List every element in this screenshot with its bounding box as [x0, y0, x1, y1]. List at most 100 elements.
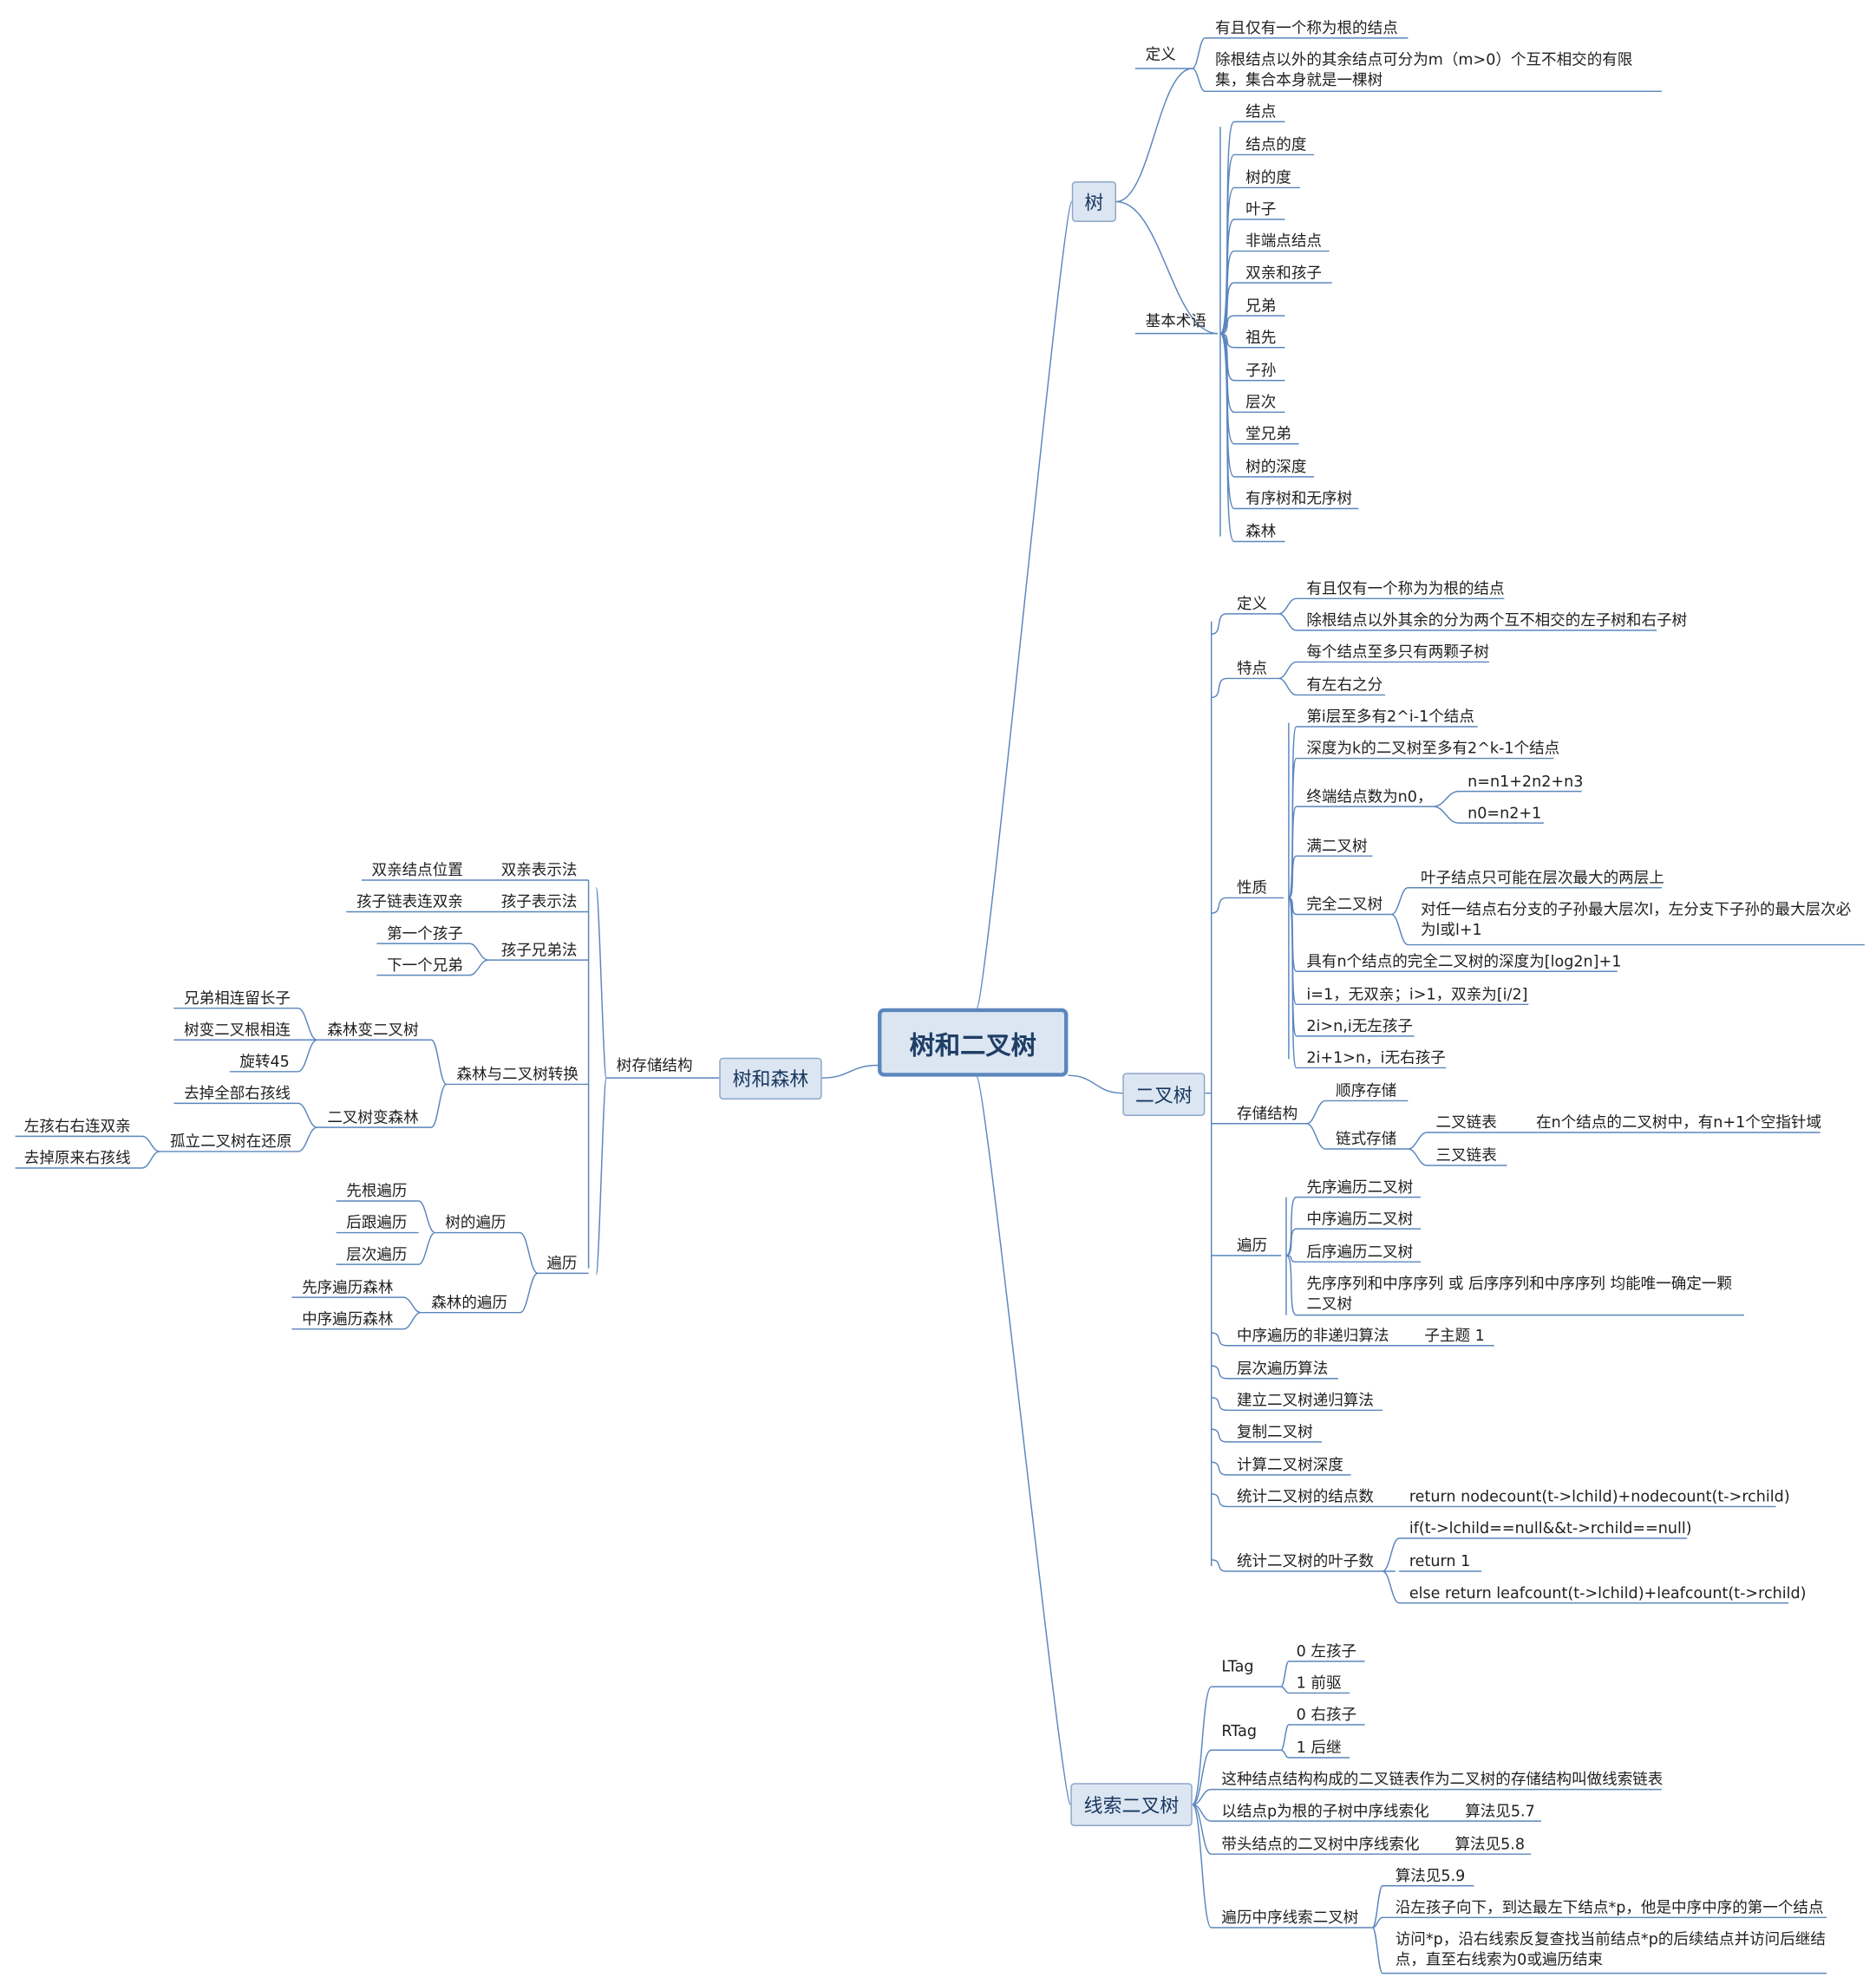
- node-term[interactable]: 兄弟: [1245, 297, 1277, 315]
- node-f2b-1[interactable]: 兄弟相连留长子: [184, 989, 291, 1008]
- node-prop-7[interactable]: i=1，无双亲；i>1，双亲为[i/2]: [1306, 985, 1528, 1003]
- node-build-bt[interactable]: 建立二叉树递归算法: [1236, 1391, 1374, 1409]
- node-binary-linked-list[interactable]: 二叉链表: [1435, 1113, 1497, 1132]
- node-prop-5-a[interactable]: 叶子结点只可能在层次最大的两层上: [1421, 868, 1664, 887]
- node-count-leaves-code-1[interactable]: if(t->lchild==null&&t->rchild==null): [1409, 1519, 1692, 1537]
- node-prop-3-b[interactable]: n0=n2+1: [1467, 804, 1542, 822]
- node-term[interactable]: 祖先: [1245, 328, 1277, 347]
- node-triple-linked-list[interactable]: 三叉链表: [1435, 1146, 1497, 1165]
- node-prop-5[interactable]: 完全二叉树: [1306, 895, 1383, 913]
- node-f2b-3[interactable]: 旋转45: [239, 1052, 290, 1071]
- node-restore-1[interactable]: 左孩右右连双亲: [23, 1117, 131, 1135]
- node-tree-trav-3[interactable]: 层次遍历: [346, 1245, 408, 1263]
- node-inorder-nonrecursive[interactable]: 中序遍历的非递归算法: [1236, 1326, 1389, 1345]
- node-bt-feature-2[interactable]: 有左右之分: [1306, 675, 1383, 694]
- node-thread-trav-1[interactable]: 算法见5.9: [1395, 1866, 1466, 1885]
- node-tree-storage[interactable]: 树存储结构: [616, 1056, 693, 1074]
- node-term[interactable]: 结点: [1245, 102, 1277, 121]
- node-prop-8[interactable]: 2i>n,i无左孩子: [1306, 1016, 1413, 1035]
- node-tree-def-1[interactable]: 有且仅有一个称为根的结点: [1215, 18, 1398, 37]
- node-bt-depth[interactable]: 计算二叉树深度: [1236, 1455, 1343, 1474]
- node-prop-9[interactable]: 2i+1>n，i无右孩子: [1306, 1048, 1446, 1067]
- node-binary-linked-note[interactable]: 在n个结点的二叉树中，有n+1个空指针域: [1536, 1113, 1822, 1132]
- node-term[interactable]: 结点的度: [1245, 135, 1307, 153]
- topic-tree-and-forest[interactable]: 树和森林: [719, 1057, 822, 1100]
- node-ltag-1[interactable]: 1 前驱: [1296, 1674, 1342, 1692]
- node-term[interactable]: 树的深度: [1245, 457, 1307, 476]
- node-tree-trav-1[interactable]: 先根遍历: [346, 1182, 408, 1200]
- node-count-nodes[interactable]: 统计二叉树的结点数: [1236, 1487, 1374, 1505]
- node-forest-bt-conversion[interactable]: 森林与二叉树转换: [456, 1065, 578, 1083]
- node-seq-storage[interactable]: 顺序存储: [1336, 1081, 1397, 1100]
- node-level-order[interactable]: 层次遍历算法: [1236, 1359, 1329, 1378]
- node-ltag[interactable]: LTag: [1221, 1657, 1254, 1675]
- topic-threaded-binary-tree[interactable]: 线索二叉树: [1070, 1783, 1193, 1826]
- node-term[interactable]: 层次: [1245, 393, 1277, 411]
- node-bt-trav-1[interactable]: 先序遍历二叉树: [1306, 1178, 1414, 1197]
- node-forest-traversal[interactable]: 遍历: [546, 1254, 578, 1272]
- node-bt-feature-1[interactable]: 每个结点至多只有两颗子树: [1306, 643, 1489, 661]
- node-thread-head[interactable]: 带头结点的二叉树中序线索化: [1221, 1835, 1420, 1853]
- node-algo-5-7[interactable]: 算法见5.7: [1465, 1802, 1535, 1820]
- root-topic[interactable]: 树和二叉树: [878, 1008, 1069, 1077]
- node-threaded-note[interactable]: 这种结点结构构成的二叉链表作为二叉树的存储结构叫做线索链表: [1221, 1770, 1664, 1789]
- node-thread-trav-2[interactable]: 沿左孩子向下，到达最左下结点*p，他是中序中序的第一个结点: [1395, 1898, 1824, 1916]
- node-f2b-2[interactable]: 树变二叉根相连: [184, 1021, 291, 1039]
- node-b2f-restore[interactable]: 孤立二叉树在还原: [169, 1132, 292, 1151]
- node-prop-5-b[interactable]: 对任一结点右分支的子孙最大层次l，左分支下子孙的最大层次必为l或l+1: [1421, 900, 1852, 939]
- node-term[interactable]: 森林: [1245, 522, 1277, 541]
- node-bt-to-forest[interactable]: 二叉树变森林: [327, 1108, 419, 1126]
- node-b2f-1[interactable]: 去掉全部右孩线: [184, 1084, 291, 1102]
- node-prop-2[interactable]: 深度为k的二叉树至多有2^k-1个结点: [1306, 739, 1560, 758]
- node-term[interactable]: 有序树和无序树: [1245, 489, 1353, 507]
- topic-binary-tree[interactable]: 二叉树: [1122, 1073, 1206, 1116]
- node-restore-2[interactable]: 去掉原来右孩线: [23, 1149, 131, 1167]
- node-algo-5-8[interactable]: 算法见5.8: [1454, 1835, 1526, 1853]
- node-forest-trav-2[interactable]: 中序遍历森林: [302, 1309, 394, 1328]
- node-forest-trav-1[interactable]: 先序遍历森林: [302, 1278, 394, 1296]
- node-child-repr[interactable]: 孩子表示法: [500, 892, 578, 911]
- node-tree-terms[interactable]: 基本术语: [1145, 311, 1206, 330]
- topic-tree[interactable]: 树: [1071, 181, 1116, 222]
- node-bt-def-1[interactable]: 有且仅有一个称为为根的结点: [1306, 579, 1505, 597]
- node-thread-trav-3[interactable]: 访问*p，沿右线索反复查找当前结点*p的后续结点并访问后继结点，直至右线索为0或…: [1395, 1929, 1826, 1968]
- node-bt-traversal[interactable]: 遍历: [1236, 1236, 1268, 1255]
- node-bt-definition[interactable]: 定义: [1236, 594, 1268, 613]
- node-term[interactable]: 双亲和孩子: [1245, 264, 1322, 282]
- node-bt-trav-3[interactable]: 后序遍历二叉树: [1306, 1243, 1414, 1261]
- node-bt-def-2[interactable]: 除根结点以外其余的分为两个互不相交的左子树和右子树: [1306, 610, 1688, 630]
- node-term[interactable]: 非端点结点: [1245, 232, 1322, 251]
- node-rtag-1[interactable]: 1 后继: [1296, 1739, 1342, 1757]
- node-bt-trav-2[interactable]: 中序遍历二叉树: [1306, 1210, 1414, 1228]
- node-chain-storage[interactable]: 链式存储: [1336, 1130, 1397, 1148]
- node-thread-subtree[interactable]: 以结点p为根的子树中序线索化: [1221, 1802, 1429, 1820]
- node-parent-pos[interactable]: 双亲结点位置: [371, 861, 463, 879]
- node-rtag-0[interactable]: 0 右孩子: [1296, 1706, 1357, 1724]
- node-count-leaves-code-3[interactable]: else return leafcount(t->lchild)+leafcou…: [1409, 1583, 1807, 1602]
- node-count-nodes-code[interactable]: return nodecount(t->lchild)+nodecount(t-…: [1409, 1487, 1790, 1505]
- node-subtopic-1[interactable]: 子主题 1: [1424, 1326, 1485, 1345]
- node-prop-3[interactable]: 终端结点数为n0，: [1306, 787, 1433, 806]
- node-count-leaves[interactable]: 统计二叉树的叶子数: [1236, 1552, 1374, 1570]
- node-count-leaves-code-2[interactable]: return 1: [1409, 1552, 1471, 1570]
- node-prop-4[interactable]: 满二叉树: [1306, 837, 1368, 855]
- node-rtag[interactable]: RTag: [1221, 1722, 1258, 1740]
- node-tree-traversal[interactable]: 树的遍历: [445, 1213, 507, 1232]
- node-term[interactable]: 堂兄弟: [1245, 424, 1291, 443]
- node-next-sibling[interactable]: 下一个兄弟: [387, 956, 463, 975]
- node-tree-definition[interactable]: 定义: [1145, 45, 1176, 64]
- node-bt-properties[interactable]: 性质: [1236, 878, 1268, 897]
- node-prop-1[interactable]: 第i层至多有2^i-1个结点: [1306, 708, 1474, 726]
- node-first-child[interactable]: 第一个孩子: [387, 924, 463, 943]
- node-forest-to-bt[interactable]: 森林变二叉树: [327, 1021, 419, 1039]
- node-term[interactable]: 叶子: [1245, 200, 1277, 219]
- node-bt-features[interactable]: 特点: [1236, 659, 1268, 677]
- node-tree-def-2[interactable]: 除根结点以外的其余结点可分为m（m>0）个互不相交的有限集，集合本身就是一棵树: [1215, 50, 1633, 89]
- node-ltag-0[interactable]: 0 左孩子: [1296, 1641, 1357, 1661]
- node-prop-6[interactable]: 具有n个结点的完全二叉树的深度为[log2n]+1: [1306, 952, 1622, 970]
- node-child-list[interactable]: 孩子链表连双亲: [356, 892, 463, 911]
- node-bt-storage[interactable]: 存储结构: [1236, 1104, 1298, 1123]
- node-prop-3-a[interactable]: n=n1+2n2+n3: [1467, 772, 1584, 791]
- node-tree-trav-2[interactable]: 后跟遍历: [346, 1213, 408, 1232]
- node-parent-repr[interactable]: 双亲表示法: [500, 861, 578, 879]
